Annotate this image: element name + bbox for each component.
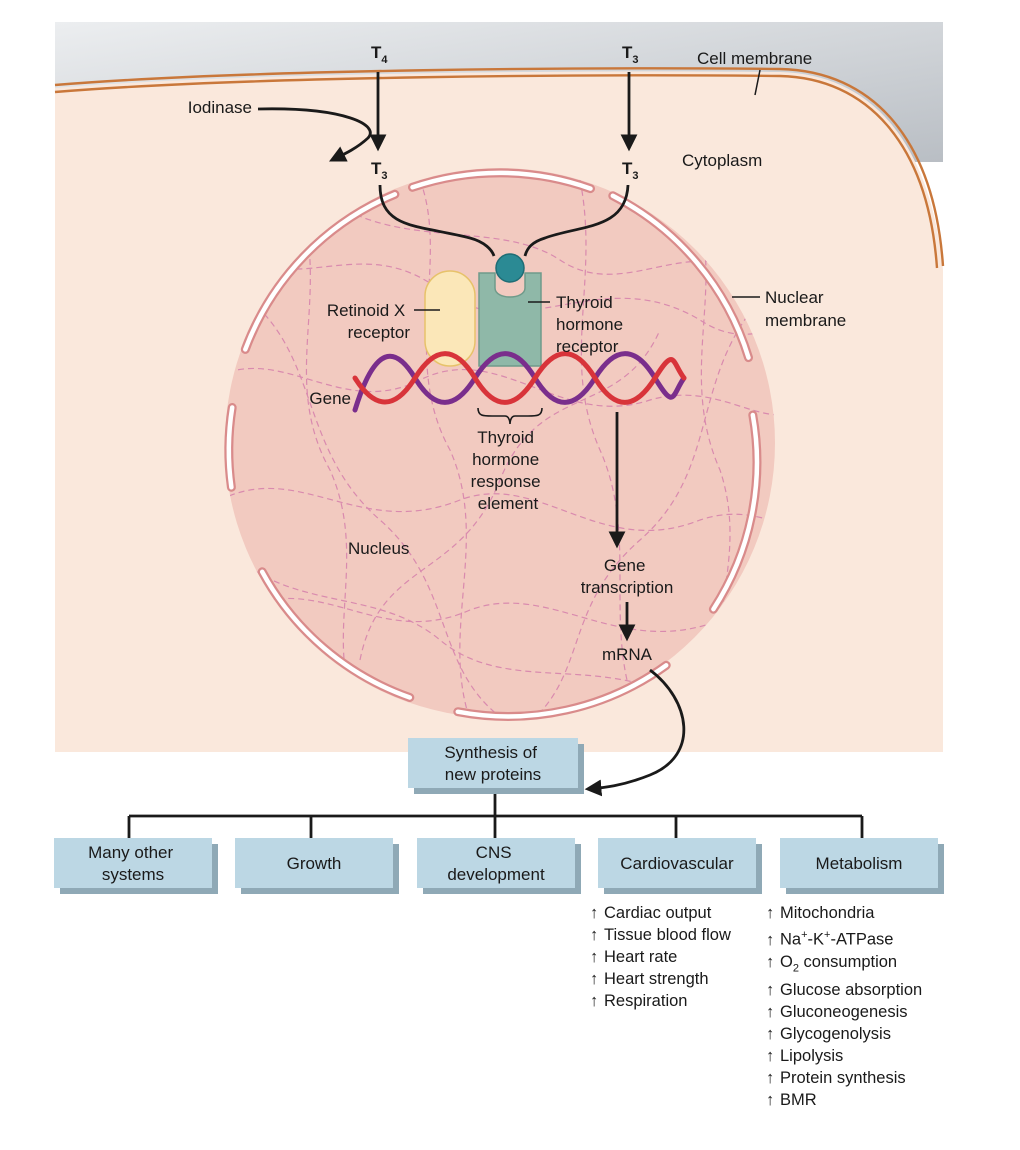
increase-arrow-icon: ↑	[766, 1068, 775, 1087]
tree-connectors	[127, 793, 864, 840]
t3-to-receptor-left	[378, 184, 496, 257]
svg-text:Metabolism: Metabolism	[816, 854, 903, 873]
effect-item: ↑Heart rate	[590, 948, 678, 966]
t3-right-label: T3	[622, 159, 639, 182]
box-cns-development: CNS development	[417, 838, 581, 894]
iodinase-conversion-arrow	[257, 107, 372, 162]
effect-item: ↑Heart strength	[590, 970, 709, 988]
t3-left-label: T3	[371, 159, 388, 182]
retinoid-x-label: Retinoid X receptor	[327, 301, 410, 342]
effect-item: ↑Na+-K+-ATPase	[766, 929, 894, 949]
t3-hormone-bound	[495, 253, 525, 283]
box-many-other-systems: Many other systems	[54, 838, 218, 894]
box-cardiovascular: Cardiovascular	[598, 838, 762, 894]
svg-text:Growth: Growth	[287, 854, 342, 873]
nucleus-label: Nucleus	[348, 539, 409, 558]
effect-item: ↑Gluconeogenesis	[766, 1002, 908, 1021]
synthesis-box: Synthesis of new proteins	[408, 738, 584, 794]
thyroid-receptor-label: Thyroid hormone receptor	[556, 293, 628, 356]
effect-item: ↑Lipolysis	[766, 1046, 844, 1065]
gene-label: Gene	[309, 389, 351, 408]
gene-transcription-label: Gene transcription	[581, 556, 674, 597]
effect-item: ↑Tissue blood flow	[590, 926, 731, 944]
svg-text:CNS development: CNS development	[447, 843, 545, 884]
mrna-label: mRNA	[602, 645, 653, 664]
t4-label: T4	[371, 43, 388, 66]
retinoid-x-receptor	[424, 270, 476, 367]
cell-membrane-label: Cell membrane	[697, 49, 812, 68]
protein-synthesis-arrow	[584, 668, 686, 797]
increase-arrow-icon: ↑	[766, 904, 775, 922]
svg-text:Many other systems: Many other systems	[88, 843, 178, 884]
gene-dna-helix	[352, 351, 687, 413]
increase-arrow-icon: ↑	[590, 970, 599, 988]
increase-arrow-icon: ↑	[766, 1002, 775, 1021]
cytoplasm-label: Cytoplasm	[682, 151, 762, 170]
t3-top-label: T3	[622, 43, 639, 66]
nucleus	[224, 168, 775, 721]
increase-arrow-icon: ↑	[590, 992, 599, 1010]
cell-membrane-leader	[754, 69, 761, 96]
tre-label: Thyroid hormone response element	[471, 428, 546, 513]
pathway-arrows	[257, 72, 686, 797]
increase-arrow-icon: ↑	[590, 948, 599, 966]
metabolism-effects-list: ↑Mitochondria ↑Na+-K+-ATPase ↑O2 consump…	[766, 902, 922, 1111]
effect-item: ↑Glycogenolysis	[766, 1024, 891, 1043]
effect-item: ↑Glucose absorption	[766, 980, 923, 999]
nuclear-membrane-label: Nuclear membrane	[765, 288, 846, 330]
increase-arrow-icon: ↑	[590, 904, 599, 922]
increase-arrow-icon: ↑	[766, 952, 775, 971]
thyroid-hormone-receptor	[478, 272, 542, 367]
effect-item: ↑Respiration	[590, 992, 688, 1010]
increase-arrow-icon: ↑	[766, 1024, 775, 1043]
increase-arrow-icon: ↑	[766, 1090, 775, 1109]
svg-text:Synthesis of new protein: Synthesis of new proteins	[444, 743, 541, 784]
box-growth: Growth	[235, 838, 399, 894]
iodinase-label: Iodinase	[188, 98, 252, 117]
svg-text:Cardiovascular: Cardiovascular	[620, 854, 734, 873]
cardiovascular-effects-list: ↑Cardiac output ↑Tissue blood flow ↑Hear…	[590, 902, 731, 1012]
increase-arrow-icon: ↑	[766, 1046, 775, 1065]
tre-bracket	[477, 407, 543, 425]
effect-item: ↑BMR	[766, 1090, 817, 1109]
increase-arrow-icon: ↑	[766, 930, 775, 949]
effect-item: ↑Cardiac output	[590, 904, 712, 922]
t3-to-receptor-right	[523, 184, 630, 257]
box-metabolism: Metabolism	[780, 838, 944, 894]
increase-arrow-icon: ↑	[766, 980, 775, 999]
increase-arrow-icon: ↑	[590, 926, 599, 944]
effect-item: ↑Mitochondria	[766, 904, 875, 922]
effect-item: ↑O2 consumption	[766, 952, 898, 974]
cell-membrane	[54, 67, 945, 269]
effect-item: ↑Protein synthesis	[766, 1068, 906, 1087]
